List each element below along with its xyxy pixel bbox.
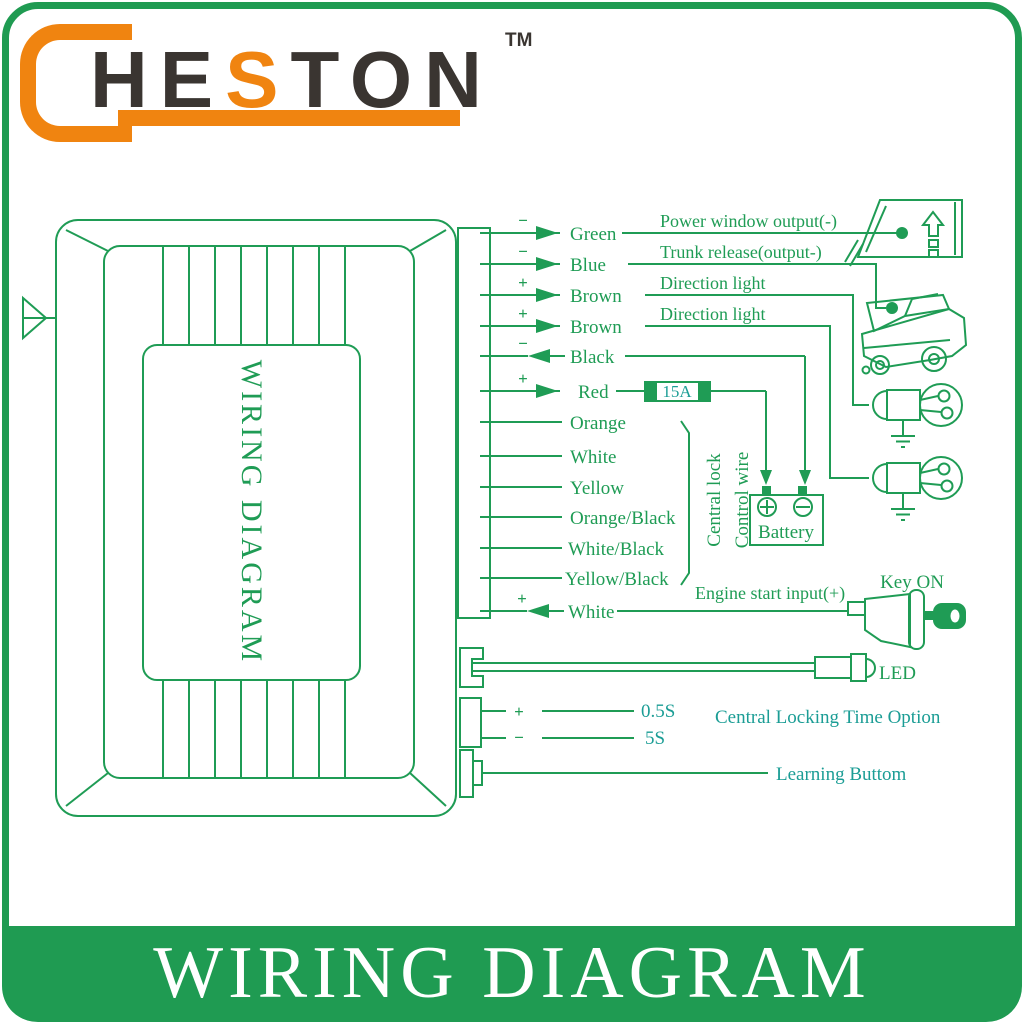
wire-row-brown-1 [480, 288, 869, 406]
time-plus-sign: + [514, 702, 524, 721]
wire-sign: + [517, 589, 527, 608]
arrow-down-icon [799, 470, 811, 485]
arrow-right-icon [536, 319, 558, 333]
wire-label: Orange [570, 413, 626, 434]
footer-banner: WIRING DIAGRAM [3, 926, 1021, 1021]
wire-label: Yellow/Black [565, 569, 669, 590]
wire-label: Green [570, 224, 617, 245]
wire-row-green [480, 226, 908, 240]
wire-row-blue [480, 257, 898, 314]
time-fast-label: 0.5S [641, 701, 675, 722]
wire-row-brown-2 [480, 319, 869, 479]
learning-button-connector [459, 749, 768, 798]
arrow-down-icon [760, 470, 772, 485]
battery-label: Battery [758, 522, 814, 543]
wire-row-red [480, 381, 772, 485]
antenna-icon [22, 295, 57, 341]
fuse-rating-label: 15A [662, 382, 692, 401]
input-label-engine-start: Engine start input(+) [695, 583, 845, 604]
arrow-right-icon [536, 384, 558, 398]
arrow-right-icon [536, 226, 558, 240]
time-minus-sign: − [514, 728, 524, 747]
wire-label: Brown [570, 317, 622, 338]
bulb-icon-1 [872, 383, 963, 448]
logo-c-icon [20, 24, 132, 142]
window-switch-icon [844, 199, 963, 267]
wire-sign: − [518, 334, 528, 353]
wire-row-black [480, 349, 811, 485]
wire-sign: − [518, 242, 528, 261]
connection-dot [896, 227, 908, 239]
wire-label: White [570, 447, 616, 468]
wire-label: White/Black [568, 539, 665, 560]
key-on-label: Key ON [880, 572, 944, 593]
learning-button-label: Learning Buttom [776, 764, 907, 785]
output-label-power-window: Power window output(-) [660, 211, 837, 232]
wire-label: White [568, 602, 614, 623]
banner-title: WIRING DIAGRAM [153, 932, 871, 1014]
wire-label: Red [578, 382, 609, 403]
arrow-left-icon [527, 604, 549, 618]
time-option-label: Central Locking Time Option [715, 707, 941, 728]
logo-he: HE [90, 35, 226, 124]
battery-icon [749, 486, 824, 546]
led-label: LED [879, 663, 916, 684]
central-lock-label-1: Central lock [704, 453, 725, 547]
central-lock-bracket [680, 420, 690, 586]
wire-sign: + [518, 273, 528, 292]
wire-sign: + [518, 369, 528, 388]
brand-logo: HESTON TM [0, 0, 600, 142]
output-label-direction-2: Direction light [660, 304, 765, 324]
arrow-right-icon [536, 288, 558, 302]
central-lock-label-2: Control wire [732, 452, 753, 549]
wire-sign: − [518, 211, 528, 230]
arrow-left-icon [528, 349, 550, 363]
time-option-connector [459, 697, 634, 748]
trademark-symbol: TM [505, 30, 533, 51]
bulb-icon-2 [872, 456, 963, 521]
wire-label: Blue [570, 255, 606, 276]
wire-sign: + [518, 304, 528, 323]
wire-label: Orange/Black [570, 508, 676, 529]
car-trunk-icon [860, 293, 968, 375]
wire-label: Yellow [570, 478, 624, 499]
control-unit-box [55, 219, 491, 817]
plain-wires [480, 421, 562, 579]
logo-s: S [225, 35, 291, 124]
logo-underline [118, 110, 460, 126]
wire-rows: − Green Power window output(-) − Blue Tr… [480, 211, 908, 623]
key-ignition-icon [847, 589, 966, 650]
logo-ton: TON [290, 35, 494, 124]
control-box-label: WIRING DIAGRAM [235, 360, 268, 664]
wire-label: Brown [570, 286, 622, 307]
arrow-right-icon [536, 257, 558, 271]
logo-wordmark: HESTON [90, 40, 494, 120]
wire-row-white-engine [480, 604, 848, 618]
time-slow-label: 5S [645, 728, 665, 749]
output-label-direction-1: Direction light [660, 273, 765, 293]
output-label-trunk: Trunk release(output-) [660, 242, 822, 263]
wire-label: Black [570, 347, 615, 368]
connection-dot [886, 302, 898, 314]
led-icon [459, 647, 876, 688]
